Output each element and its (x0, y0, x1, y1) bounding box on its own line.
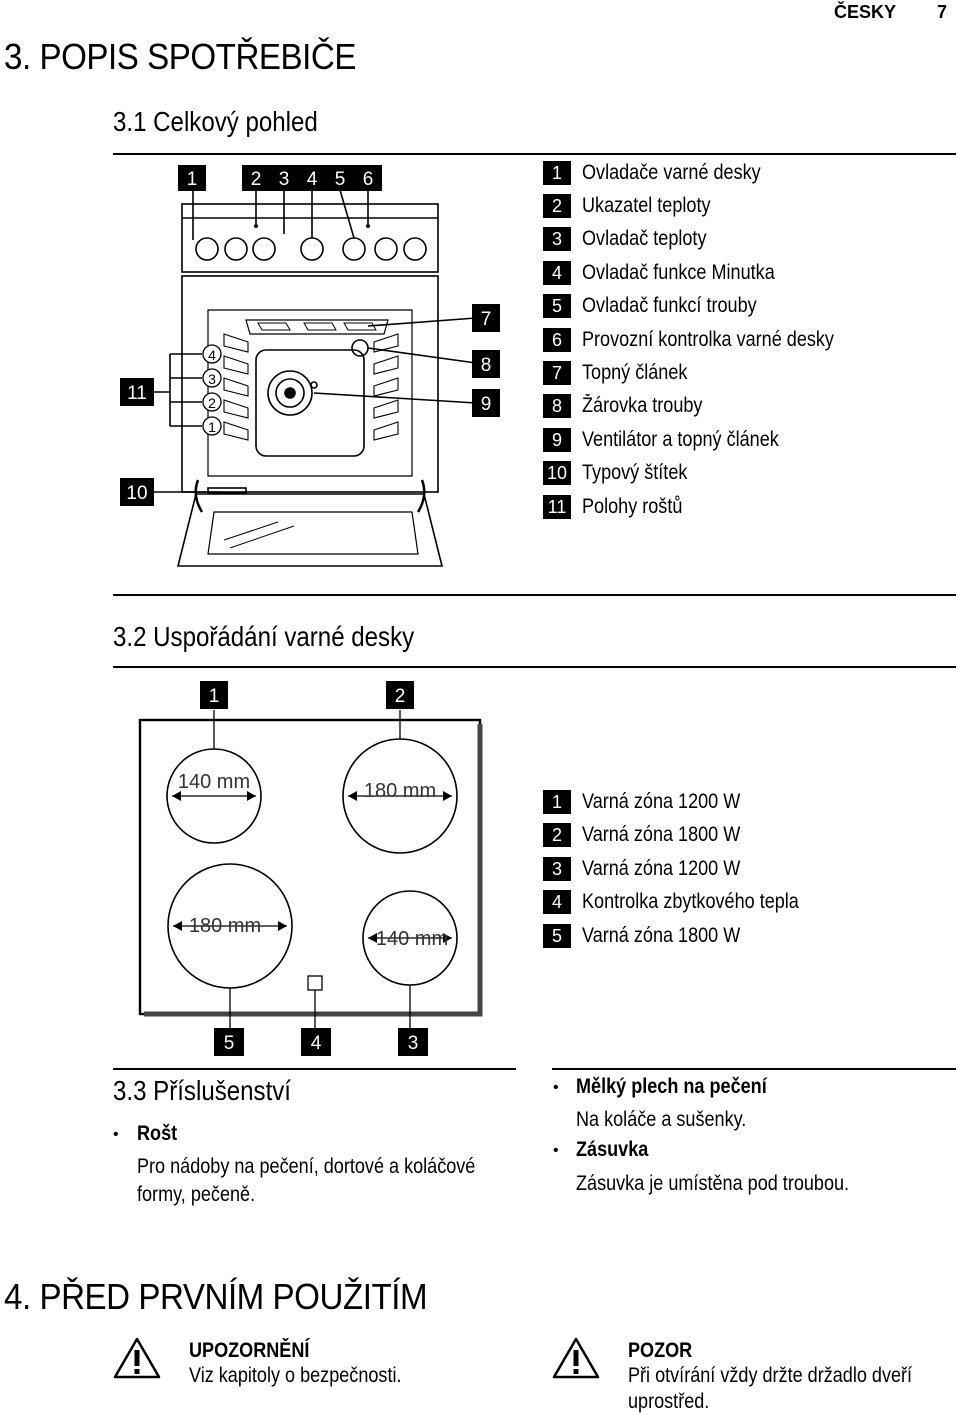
shelf-label: 3 (208, 371, 216, 387)
callout: 10 (126, 483, 147, 504)
accessory-title: Zásuvka (576, 1138, 649, 1161)
callout: 4 (307, 169, 318, 190)
subsection-3-3-title: 3.3 Příslušenství (113, 1075, 292, 1106)
callout: 3 (279, 169, 290, 190)
warning-title: UPOZORNĚNÍ (189, 1339, 310, 1362)
zone-size-label: 140 mm (178, 771, 250, 793)
bullet: • (553, 1142, 559, 1159)
divider (113, 1068, 516, 1070)
zone-size-label: 180 mm (364, 780, 436, 802)
warning-description: Viz kapitoly o bezpečnosti. (189, 1364, 402, 1387)
zone-size-label: 140 mm (376, 928, 448, 950)
hob-layout-diagram: 140 mm 180 mm 180 mm 140 mm 1 2 5 4 3 (138, 681, 483, 1056)
section-3-title: 3. POPIS SPOTŘEBIČE (4, 36, 357, 77)
language-label: ČESKY (834, 2, 897, 22)
accessory-description: Zásuvka je umístěna pod troubou. (576, 1172, 850, 1195)
callout: 3 (408, 1033, 419, 1054)
warning-triangle-icon (113, 1337, 161, 1379)
shelf-position-labels (202, 344, 222, 436)
callout: 8 (481, 355, 492, 376)
divider (552, 1068, 956, 1070)
diagram-callouts-top: 1 2 3 4 5 6 (178, 165, 382, 191)
callout: 5 (224, 1033, 235, 1054)
bullet: • (113, 1126, 119, 1143)
callout: 5 (335, 169, 346, 190)
accessory-title: Rošt (137, 1122, 178, 1145)
accessory-description: Pro nádoby na pečení, dortové a koláčové… (137, 1155, 476, 1206)
callout: 9 (481, 394, 492, 415)
subsection-3-2-title: 3.2 Uspořádání varné desky (113, 621, 415, 652)
diagram-callouts-left: 11 10 (120, 378, 154, 506)
diagram-callouts-right: 7 8 9 (472, 304, 500, 417)
callout: 2 (395, 686, 406, 707)
accessory-description: Na koláče a sušenky. (576, 1108, 747, 1131)
page-number: 7 (937, 2, 948, 22)
subsection-3-1-title: 3.1 Celkový pohled (113, 106, 318, 137)
callout: 2 (251, 169, 262, 190)
callout: 1 (209, 686, 220, 707)
divider (113, 594, 956, 596)
oven-overview-diagram: 1 2 3 4 5 6 7 8 9 11 10 4 3 2 1 (120, 165, 500, 567)
shelf-label: 4 (208, 347, 216, 363)
divider (113, 666, 956, 668)
section-4-title: 4. PŘED PRVNÍM POUŽITÍM (4, 1276, 428, 1317)
caution-description: Při otvírání vždy držte držadlo dveří up… (628, 1364, 913, 1413)
callout: 1 (187, 169, 198, 190)
callout: 6 (363, 169, 374, 190)
accessory-title: Mělký plech na pečení (576, 1075, 767, 1098)
warning-triangle-icon (552, 1337, 600, 1379)
zone-size-label: 180 mm (189, 915, 261, 937)
shelf-label: 1 (208, 419, 216, 435)
caution-title: POZOR (628, 1339, 693, 1362)
shelf-label: 2 (208, 395, 216, 411)
callout: 11 (127, 383, 147, 404)
divider (113, 153, 956, 155)
callout: 7 (481, 309, 492, 330)
callout: 4 (311, 1033, 322, 1054)
bullet: • (553, 1079, 559, 1096)
